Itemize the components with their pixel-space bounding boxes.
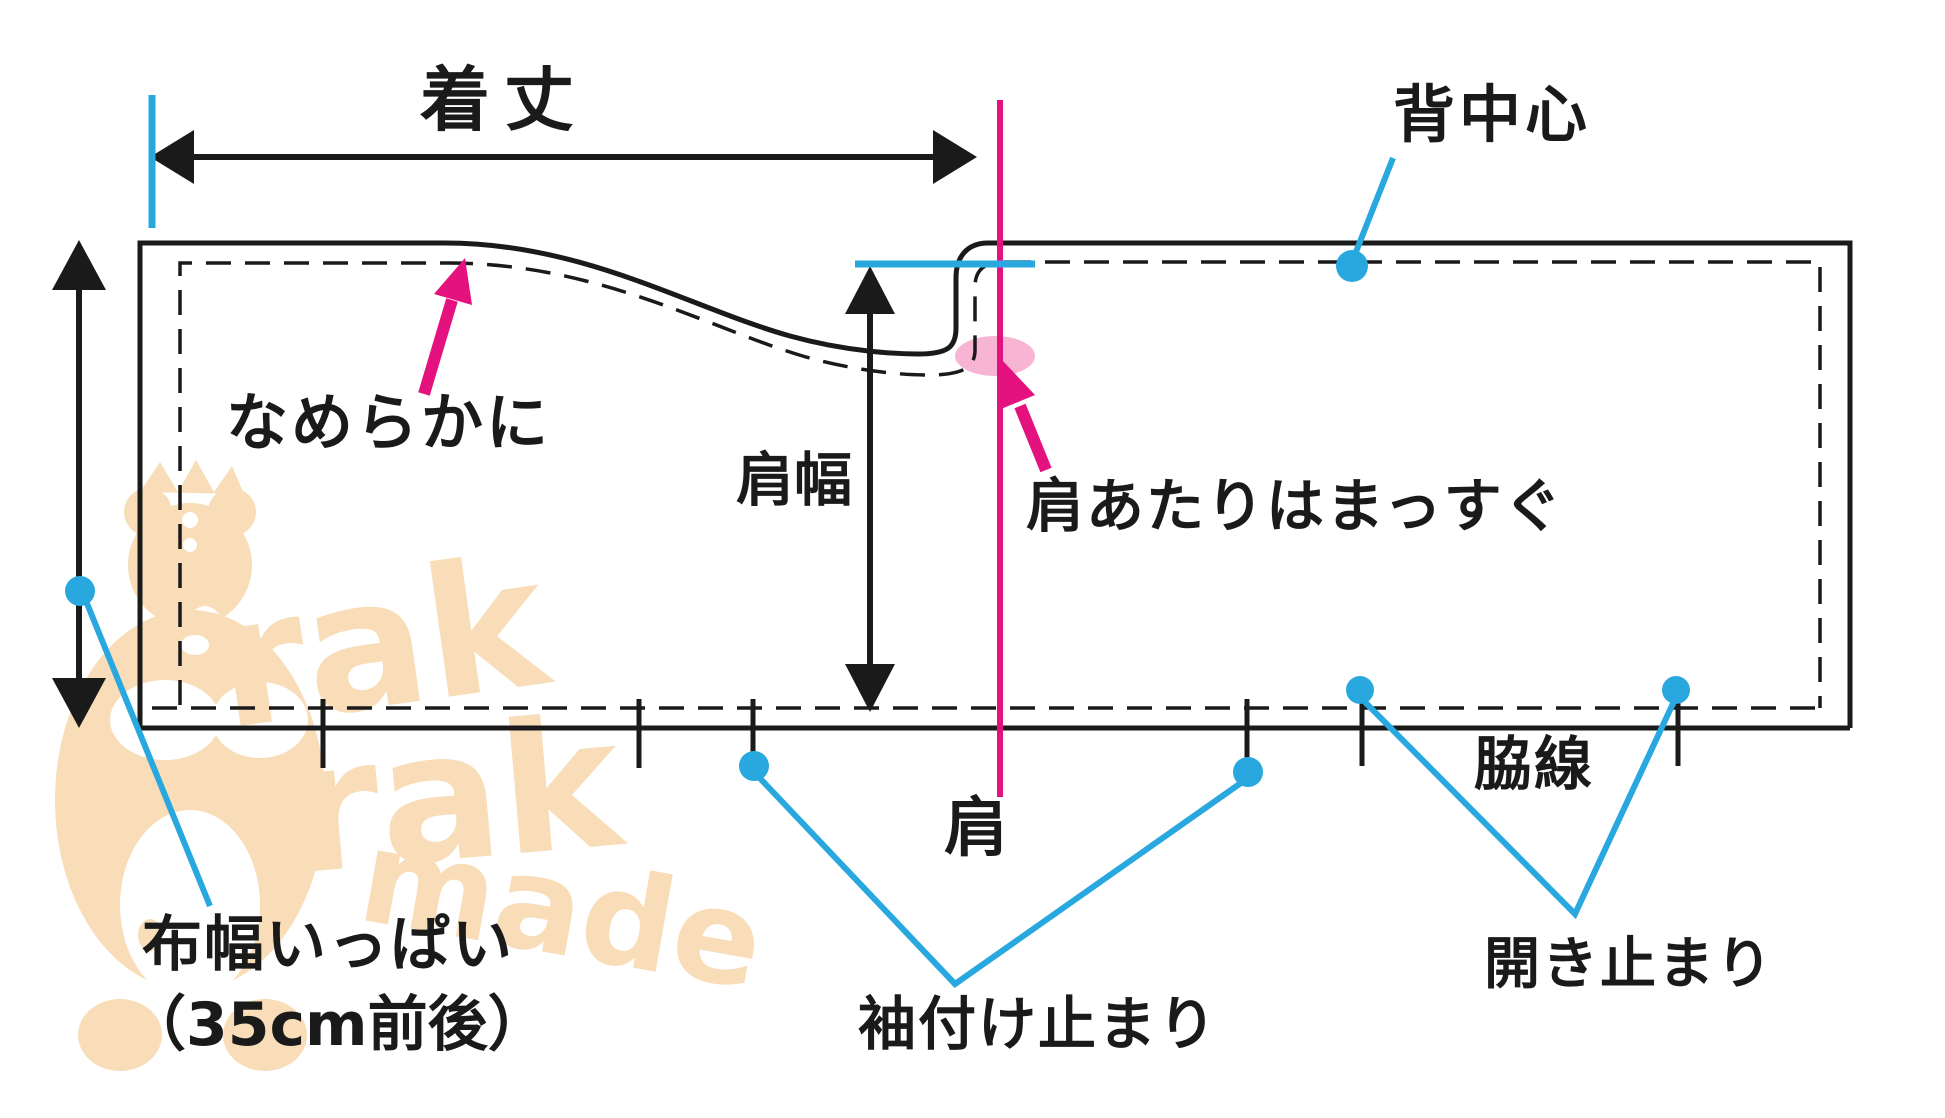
back-center-label: 背中心 xyxy=(1393,78,1592,151)
opening-stop-label: 開き止まり xyxy=(1484,932,1774,997)
garment-length-arrow xyxy=(150,130,977,184)
measurement-arrows xyxy=(52,130,977,728)
shoulder-width-arrow xyxy=(845,266,895,712)
left-piece-edge xyxy=(137,240,445,728)
left-piece-seam-dashed xyxy=(178,261,448,705)
blue-callouts xyxy=(65,95,1690,988)
garment-length-label: 着丈 xyxy=(420,59,588,141)
opening-stop-callout xyxy=(1346,676,1690,920)
seam-allowance-dashed-lines xyxy=(152,260,1822,710)
sleeve-stop-label: 袖付け止まり xyxy=(858,990,1219,1058)
svg-text:rak: rak xyxy=(282,678,633,915)
fabric-width-label-line2: （35cm前後） xyxy=(126,990,548,1060)
fabric-width-callout xyxy=(65,576,213,908)
fabric-width-label-line1: 布幅いっぱい xyxy=(142,910,514,980)
shoulder-straight-label: 肩あたりはまっすぐ xyxy=(1026,472,1564,540)
neckline-curve xyxy=(444,240,989,357)
notch-ticks xyxy=(320,697,1681,768)
neckline-seam-dashed xyxy=(447,260,1007,377)
magenta-annotations xyxy=(418,100,1052,797)
sleeve-stop-callout xyxy=(739,751,1263,988)
back-center-callout xyxy=(1336,156,1396,282)
shoulder-straight-arrow xyxy=(1001,360,1052,473)
side-line-label: 脇線 xyxy=(1474,730,1595,798)
fabric-width-arrow xyxy=(52,240,106,728)
smoothly-label: なめらかに xyxy=(226,386,552,459)
shoulder-corner-highlight xyxy=(955,336,1035,376)
right-piece-edge xyxy=(988,240,1853,728)
shoulder-label: 肩 xyxy=(944,792,1008,866)
pattern-outline xyxy=(137,240,1853,768)
smoothly-arrow xyxy=(418,258,472,396)
shoulder-width-label: 肩幅 xyxy=(736,446,853,514)
right-piece-seam-dashed xyxy=(1006,260,1822,708)
